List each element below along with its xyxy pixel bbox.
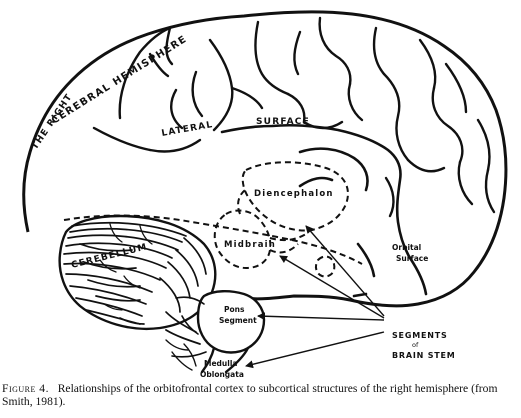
brain-diagram: THE RIGHT CEREBRAL HEMISPHERE LATERAL SU… [22, 10, 508, 379]
diencephalon-label: Diencephalon [254, 189, 334, 199]
hemisphere-outline [22, 10, 508, 308]
segment-label: Segment [219, 316, 257, 325]
of-label: of [412, 341, 419, 349]
medulla-label: Medulla [204, 359, 237, 368]
orbital-label: Orbital [392, 243, 421, 252]
sulci [92, 16, 496, 218]
figure-caption: Figure 4. Relationships of the orbitofro… [2, 382, 518, 408]
brain-stem [165, 290, 266, 374]
segments-label: SEGMENTS [392, 331, 448, 340]
surface-label: SURFACE [256, 117, 310, 127]
midbrain-label: Midbrain [224, 240, 276, 250]
lateral-fissure [220, 123, 428, 298]
caption-text: Relationships of the orbitofrontal corte… [2, 382, 498, 408]
cerebellum [58, 214, 217, 330]
lateral-label: LATERAL [161, 120, 214, 139]
pons-label: Pons [224, 305, 245, 314]
orbital-surface-label: Surface [396, 254, 428, 263]
oblongata-label: Oblongata [200, 370, 244, 379]
figure-number: Figure 4. [2, 382, 49, 395]
midbrain-outline [213, 209, 272, 270]
pointer-arrows [245, 225, 385, 369]
brain-stem-label: BRAIN STEM [392, 351, 456, 360]
